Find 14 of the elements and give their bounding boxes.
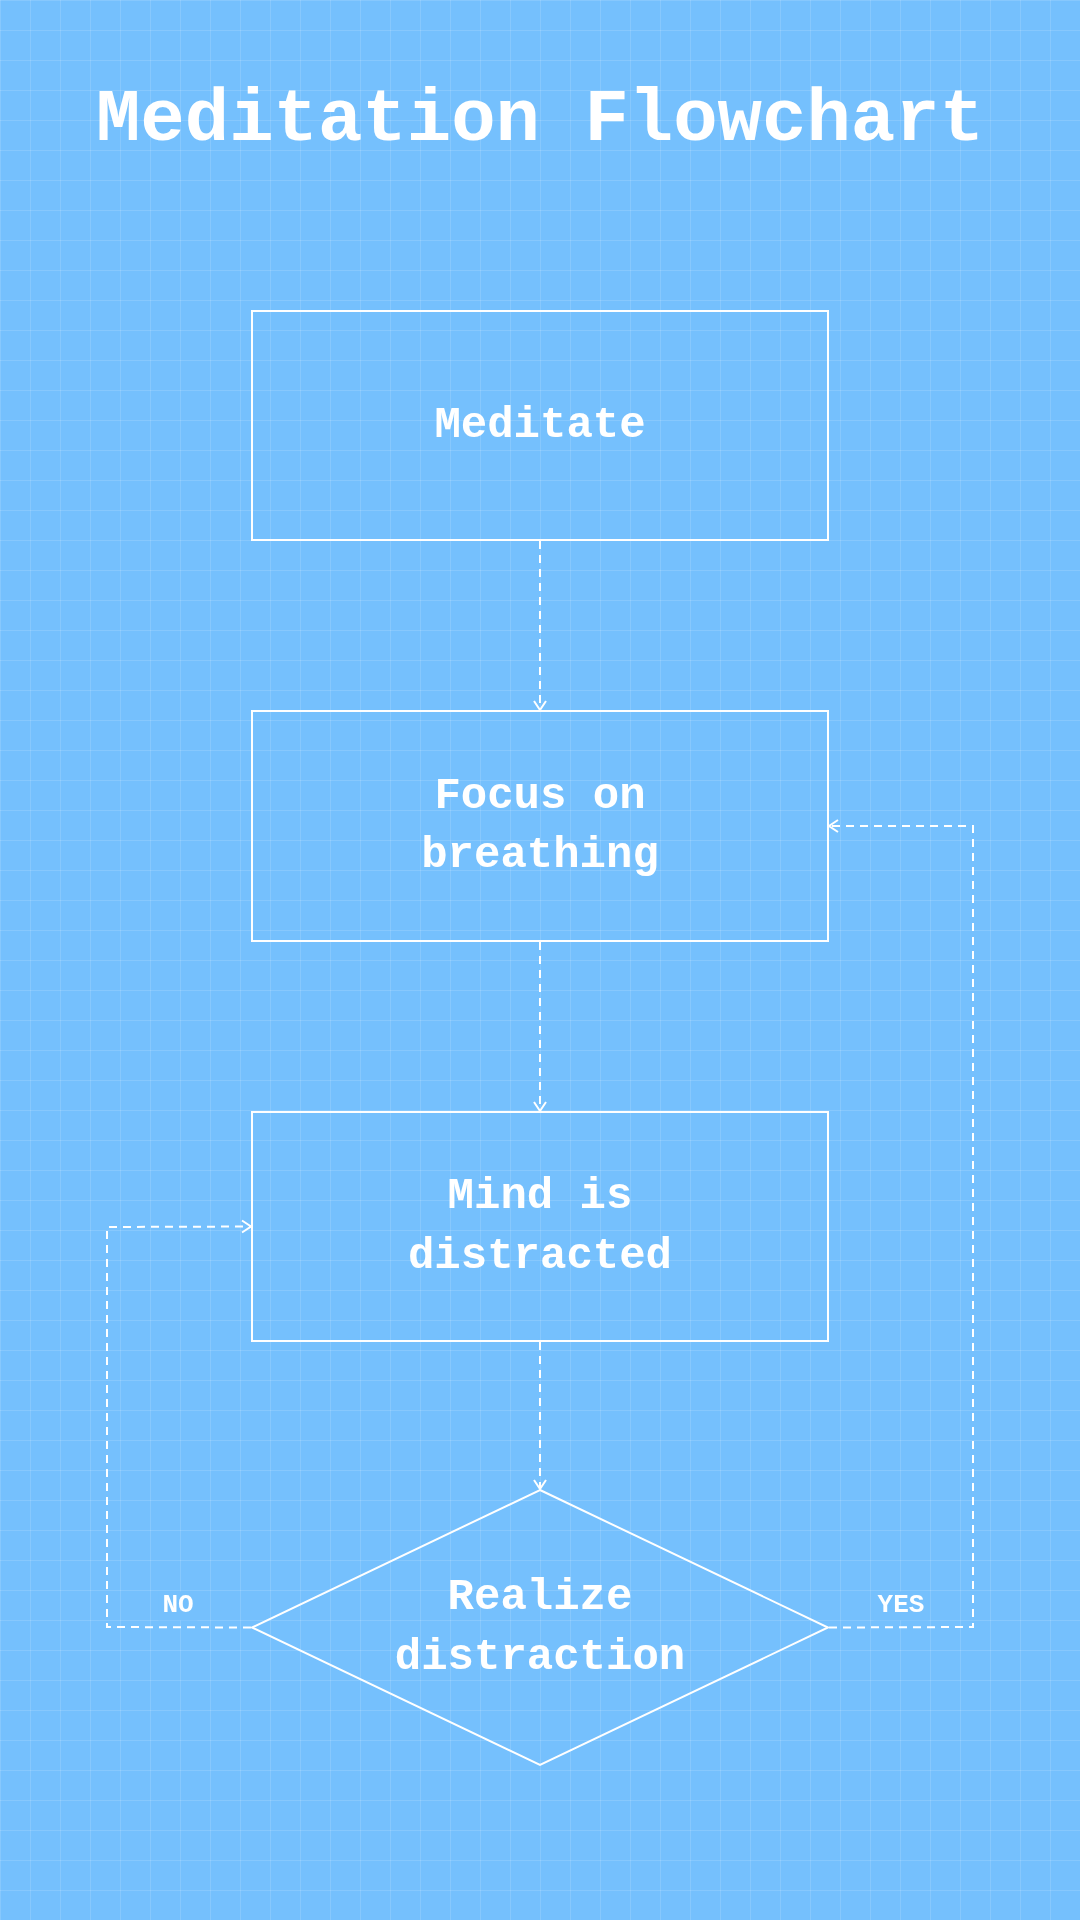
node-label: Mind is distracted <box>406 1170 673 1283</box>
process-box <box>251 1111 829 1342</box>
arrow <box>533 941 547 1112</box>
node-label: Focus on breathing <box>420 769 660 882</box>
title: Meditation Flowchart <box>94 77 986 164</box>
node-label: Meditate <box>434 398 646 452</box>
arrow <box>828 819 974 1629</box>
node-label: Realize distraction <box>393 1571 687 1684</box>
process-box <box>251 310 829 541</box>
arrow <box>533 1341 547 1490</box>
arrow <box>533 540 547 711</box>
decision-diamond <box>251 1489 829 1766</box>
arrow <box>106 1219 252 1629</box>
process-box <box>251 710 829 942</box>
